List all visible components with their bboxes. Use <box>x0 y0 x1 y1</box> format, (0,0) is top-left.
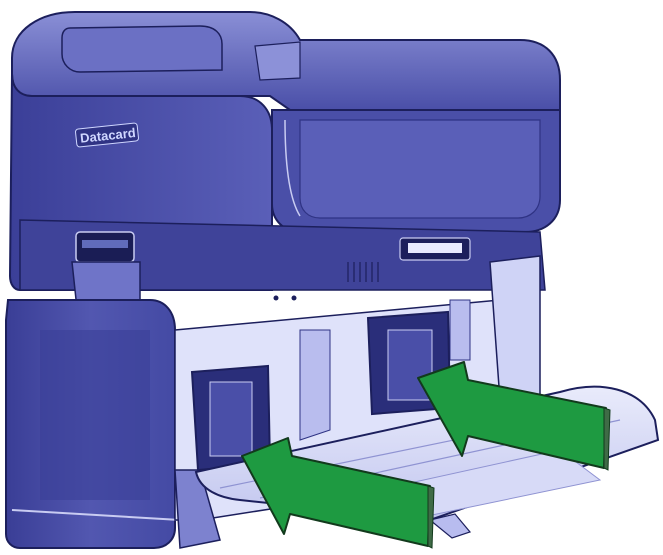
arrow-upper-right <box>417 361 611 471</box>
led-indicator <box>273 295 279 301</box>
top-card-slot <box>61 25 223 73</box>
brand-label: Datacard <box>79 125 136 146</box>
brand-badge <box>75 122 139 148</box>
upper-printer-body: Datacard <box>8 11 561 319</box>
vent-grille <box>347 262 379 282</box>
arrow-lower-left <box>241 437 435 549</box>
